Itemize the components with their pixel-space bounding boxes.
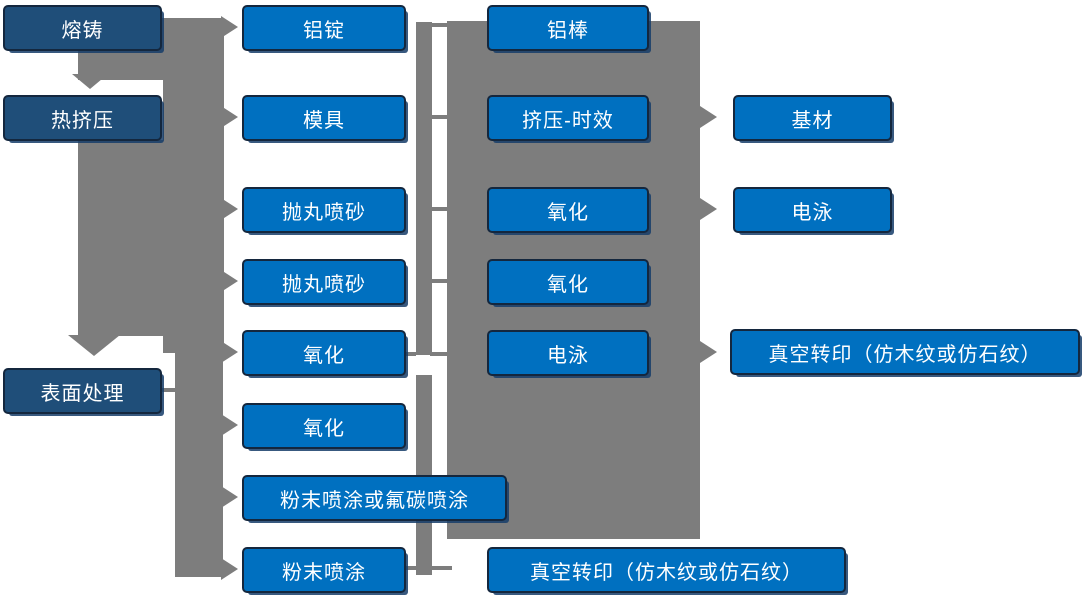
connector-hot-extrusion-branch bbox=[78, 140, 163, 336]
node-powder-or-fluorocarbon: 粉末喷涂或氟碳喷涂 bbox=[242, 475, 507, 521]
connector-left-trunk-lower bbox=[175, 353, 223, 577]
arrow-to-oxidation-1-icon bbox=[221, 341, 238, 363]
node-vacuum-transfer-2: 真空转印（仿木纹或仿石纹） bbox=[730, 329, 1080, 375]
arrow-to-oxidation-2-icon bbox=[221, 414, 238, 436]
arrow-to-shot-blasting-1-icon bbox=[221, 198, 238, 220]
connector-bus-stub-oxidation-3 bbox=[430, 207, 448, 211]
arrow-to-vacuum-transfer-2-icon bbox=[700, 341, 717, 363]
arrow-down-to-surface-treatment-icon bbox=[68, 335, 120, 356]
node-base-material: 基材 bbox=[733, 95, 892, 141]
arrow-to-shot-blasting-2-icon bbox=[221, 270, 238, 292]
connector-left-trunk-upper bbox=[163, 18, 224, 353]
connector-powder-to-bus-stub bbox=[404, 566, 416, 570]
arrow-to-base-material-icon bbox=[700, 106, 717, 128]
arrow-to-powder-coating-icon bbox=[221, 558, 238, 580]
node-surface-treatment: 表面处理 bbox=[3, 368, 162, 414]
connector-middle-bus-upper bbox=[416, 22, 432, 355]
node-oxidation-1: 氧化 bbox=[242, 330, 406, 376]
node-powder-coating: 粉末喷涂 bbox=[242, 547, 406, 593]
node-aluminum-ingot: 铝锭 bbox=[242, 5, 406, 51]
node-electrophoresis-2: 电泳 bbox=[733, 187, 892, 233]
arrow-down-to-hot-extrusion-icon bbox=[72, 74, 108, 89]
node-shot-blasting-1: 抛丸喷砂 bbox=[242, 187, 406, 233]
node-vacuum-transfer-1: 真空转印（仿木纹或仿石纹） bbox=[487, 547, 846, 593]
node-electrophoresis-1: 电泳 bbox=[487, 330, 649, 376]
connector-surface-treatment-stub bbox=[161, 388, 176, 392]
connector-bus-stub-oxidation-4 bbox=[430, 279, 448, 283]
connector-bus-stub-electrophoresis bbox=[430, 352, 448, 356]
node-hot-extrusion: 热挤压 bbox=[3, 95, 162, 141]
node-oxidation-4: 氧化 bbox=[487, 259, 649, 305]
connector-bus-stub-aluminum-rod bbox=[430, 23, 448, 27]
arrow-to-aluminum-ingot-icon bbox=[221, 16, 238, 38]
connector-bus-to-vacuum-stub bbox=[430, 566, 452, 570]
node-aluminum-rod: 铝棒 bbox=[487, 5, 649, 51]
node-oxidation-2: 氧化 bbox=[242, 403, 406, 449]
node-oxidation-3: 氧化 bbox=[487, 187, 649, 233]
connector-oxidation-to-bus-stub bbox=[404, 352, 416, 356]
node-extrusion-aging: 挤压-时效 bbox=[487, 95, 649, 141]
node-mold: 模具 bbox=[242, 95, 406, 141]
node-melt-cast: 熔铸 bbox=[3, 5, 162, 51]
arrow-to-mold-icon bbox=[221, 106, 238, 128]
arrow-to-powder-or-fluorocarbon-icon bbox=[221, 486, 238, 508]
connector-bus-stub-extrusion-aging bbox=[430, 115, 448, 119]
node-shot-blasting-2: 抛丸喷砂 bbox=[242, 259, 406, 305]
arrow-to-electrophoresis-2-icon bbox=[700, 198, 717, 220]
